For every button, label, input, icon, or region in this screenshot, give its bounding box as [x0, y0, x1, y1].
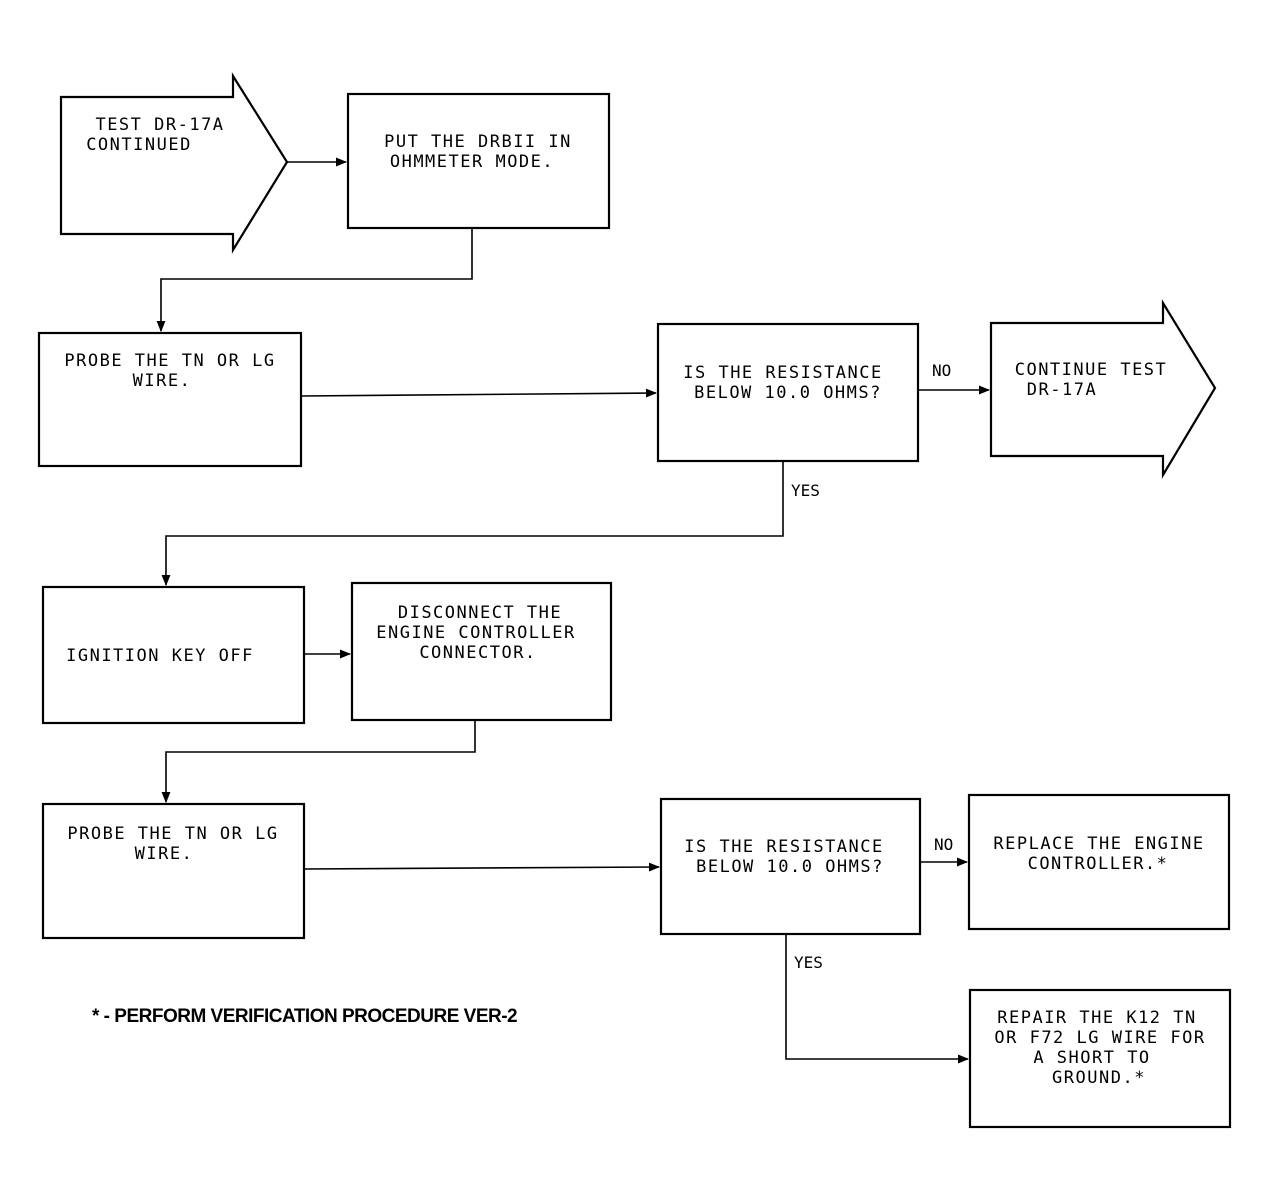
probe1-text-line-2: WIRE.	[133, 371, 192, 391]
disconnect-box	[350, 581, 613, 722]
decision1-text-line-1: IS THE RESISTANCE	[683, 363, 883, 383]
disconnect-text-line-3: CONNECTOR.	[419, 643, 536, 663]
ohmmeter-text-line-2: OHMMETER MODE.	[390, 152, 554, 172]
continue-arrow-shape	[989, 299, 1217, 479]
continue-text-line-1: CONTINUE TEST	[1015, 360, 1168, 380]
repair-box	[968, 988, 1232, 1129]
decision1-text: IS THE RESISTANCE BELOW 10.0 OHMS?	[683, 363, 883, 403]
probe2-text: PROBE THE TN OR LG WIRE.	[67, 824, 278, 864]
edge-ohmmeter-to-probe1	[156, 228, 473, 333]
edge-disconnect-to-probe2	[161, 720, 476, 804]
decision2-text-line-1: IS THE RESISTANCE	[684, 837, 884, 857]
start-arrow-shape	[59, 72, 289, 254]
repair-text-line-1: REPAIR THE K12 TN	[997, 1008, 1197, 1028]
replace-text: REPLACE THE ENGINE CONTROLLER.*	[993, 834, 1204, 874]
continue-text: CONTINUE TEST DR-17A	[1015, 360, 1168, 400]
repair-text-line-3: A SHORT TO	[1033, 1048, 1150, 1068]
probe2-box	[41, 802, 306, 940]
decision2-no-label: NO	[934, 835, 953, 854]
replace-box	[967, 793, 1231, 931]
edge-probe2-to-decision2	[303, 862, 661, 872]
decision1-yes-label: YES	[791, 481, 820, 500]
probe1-text-line-1: PROBE THE TN OR LG	[64, 351, 275, 371]
probe1-text: PROBE THE TN OR LG WIRE.	[64, 351, 275, 391]
disconnect-text-line-2: ENGINE CONTROLLER	[376, 623, 576, 643]
ohmmeter-text: PUT THE DRBII IN OHMMETER MODE.	[384, 132, 572, 172]
start-text-line-1: TEST DR-17A	[95, 115, 224, 135]
replace-text-line-2: CONTROLLER.*	[1028, 854, 1169, 874]
ohmmeter-text-line-1: PUT THE DRBII IN	[384, 132, 572, 152]
edge-decision1-yes	[161, 461, 784, 587]
ignition-text: IGNITION KEY OFF	[66, 646, 254, 666]
repair-text-line-2: OR F72 LG WIRE FOR	[994, 1028, 1205, 1048]
decision2-text-line-2: BELOW 10.0 OHMS?	[696, 857, 884, 877]
replace-text-line-1: REPLACE THE ENGINE	[993, 834, 1204, 854]
start-text-line-2: CONTINUED	[86, 135, 192, 155]
decision2-box	[659, 797, 922, 936]
continue-text-line-2: DR-17A	[1027, 380, 1097, 400]
footnote: * - PERFORM VERIFICATION PROCEDURE VER-2	[92, 1006, 517, 1027]
probe2-text-line-2: WIRE.	[135, 844, 194, 864]
decision1-text-line-2: BELOW 10.0 OHMS?	[694, 383, 882, 403]
probe2-text-line-1: PROBE THE TN OR LG	[67, 824, 278, 844]
ohmmeter-box	[346, 92, 611, 230]
start-text: TEST DR-17A CONTINUED	[86, 115, 224, 155]
repair-text-line-4: GROUND.*	[1052, 1068, 1146, 1088]
decision1-box	[656, 322, 920, 463]
edge-probe1-to-decision1	[300, 388, 658, 398]
decision2-text: IS THE RESISTANCE BELOW 10.0 OHMS?	[684, 837, 884, 877]
ignition-box	[41, 585, 306, 725]
disconnect-text-line-1: DISCONNECT THE	[398, 603, 562, 623]
repair-text: REPAIR THE K12 TN OR F72 LG WIRE FOR A S…	[994, 1008, 1205, 1088]
edge-decision2-yes	[785, 934, 970, 1064]
decision2-yes-label: YES	[794, 953, 823, 972]
disconnect-text: DISCONNECT THE ENGINE CONTROLLER CONNECT…	[376, 603, 576, 663]
ignition-text-line-1: IGNITION KEY OFF	[66, 646, 254, 666]
decision1-no-label: NO	[932, 361, 951, 380]
probe1-box	[37, 331, 303, 468]
